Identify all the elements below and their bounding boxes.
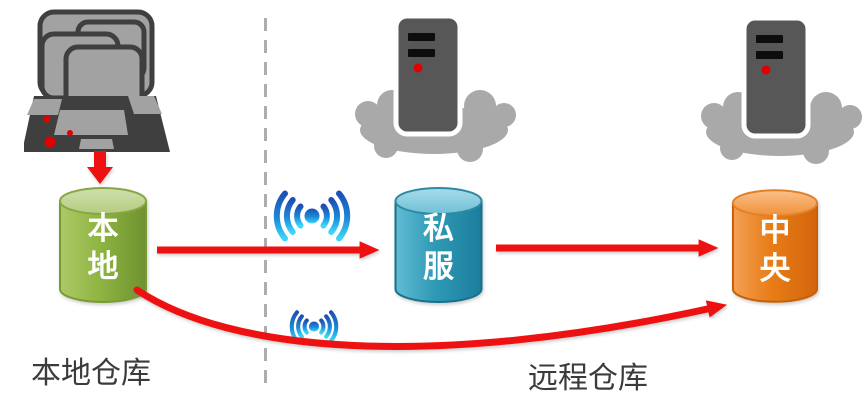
node-local-repository: 本地 bbox=[58, 186, 148, 304]
node-central-repository: 中央 bbox=[731, 188, 819, 304]
cylinder-green bbox=[59, 187, 147, 303]
node-central-label: 中央 bbox=[759, 213, 791, 286]
cylinder-orange bbox=[731, 189, 819, 303]
node-private-label: 私服 bbox=[423, 211, 454, 284]
node-local-label: 本地 bbox=[87, 211, 119, 284]
laptop-stack-icon bbox=[24, 9, 170, 152]
wifi-signal-icon bbox=[273, 190, 351, 242]
cylinder-teal bbox=[394, 187, 483, 303]
caption-remote-repository: 远程仓库 bbox=[528, 362, 648, 395]
arrow-clients-to-local bbox=[87, 151, 113, 184]
caption-local-repository: 本地仓库 bbox=[31, 357, 151, 390]
arrow-local-to-central-curved bbox=[133, 286, 728, 350]
node-private-server: 私服 bbox=[393, 186, 484, 304]
server-in-cloud-icon bbox=[355, 13, 516, 162]
server-in-cloud-icon bbox=[701, 15, 862, 164]
wifi-signal-icon bbox=[289, 310, 339, 343]
